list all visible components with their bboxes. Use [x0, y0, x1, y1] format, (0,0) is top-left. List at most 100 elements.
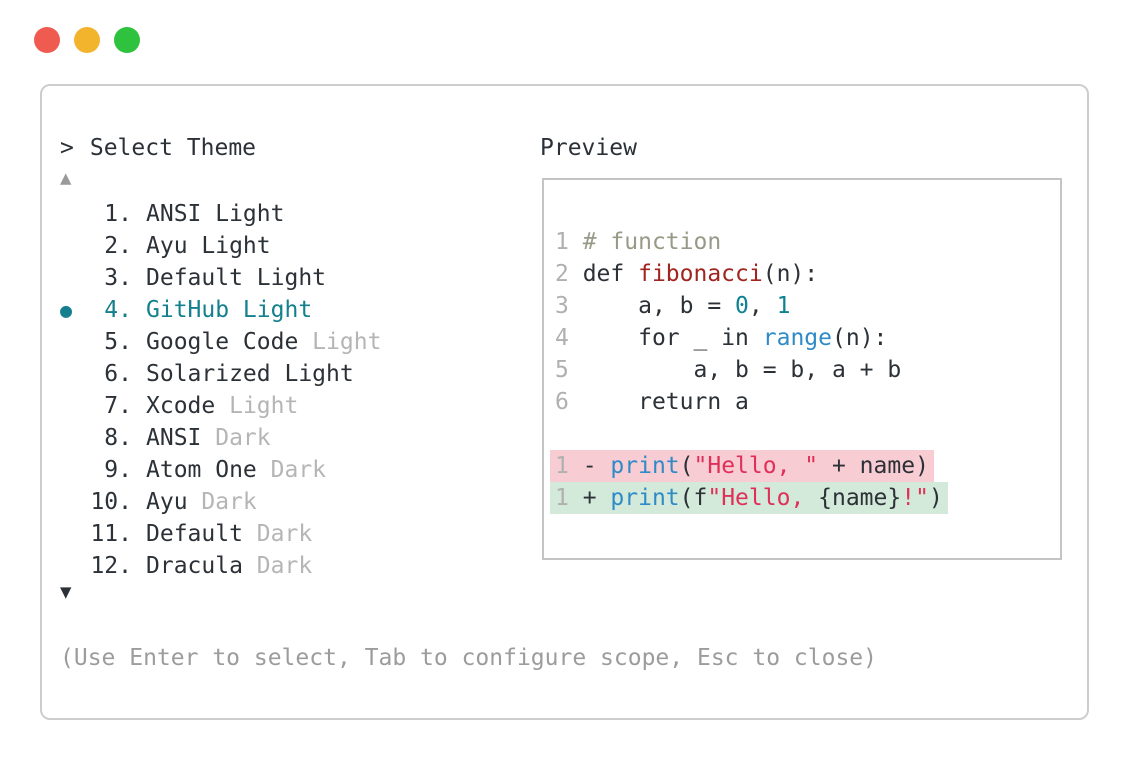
- theme-list-item[interactable]: 6. Solarized Light: [60, 358, 381, 390]
- code-line: 2 def fibonacci(n):: [555, 258, 1060, 290]
- code-token-builtin: print: [610, 485, 680, 511]
- picker-title: Select Theme: [89, 135, 257, 161]
- code-line: 4 for _ in range(n):: [555, 322, 1060, 354]
- theme-number: 11.: [90, 521, 132, 547]
- line-number: 2: [555, 261, 583, 287]
- code-token-plain: a, b = b, a + b: [582, 357, 902, 383]
- code-token-plain: ): [928, 485, 943, 511]
- theme-name: Google Code: [146, 329, 299, 355]
- code-token-keyword: def: [582, 261, 639, 287]
- code-token-plain: ,: [748, 293, 777, 319]
- keyboard-hint: (Use Enter to select, Tab to configure s…: [60, 645, 877, 671]
- selected-bullet-icon: [60, 454, 88, 486]
- theme-number: 1.: [104, 201, 132, 227]
- theme-name: Atom One: [146, 457, 257, 483]
- code-token-number: 0: [735, 293, 749, 319]
- code-token-string: !": [901, 485, 929, 511]
- theme-list-item[interactable]: 3. Default Light: [60, 262, 381, 294]
- zoom-button[interactable]: [114, 27, 140, 53]
- theme-number: 12.: [90, 553, 132, 579]
- code-token-plain: + name): [818, 453, 929, 479]
- theme-number: 6.: [104, 361, 132, 387]
- theme-list-item[interactable]: 7.Xcode Light: [60, 390, 381, 422]
- selected-bullet-icon: [60, 230, 88, 262]
- code-token-plain: (n):: [832, 325, 888, 351]
- code-token-plain: {name}: [818, 485, 902, 511]
- window-controls: [34, 27, 140, 53]
- minimize-button[interactable]: [74, 27, 100, 53]
- theme-name: Default: [146, 521, 243, 547]
- line-number: 4: [555, 325, 583, 351]
- line-number: 1: [555, 229, 583, 255]
- theme-list-item[interactable]: 10. Ayu Dark: [60, 486, 381, 518]
- theme-number: 10.: [90, 489, 132, 515]
- selected-bullet-icon: [60, 518, 88, 550]
- code-token-plain: -: [582, 453, 611, 479]
- code-token-plain: (: [679, 453, 694, 479]
- code-token-plain: a, b =: [582, 293, 736, 319]
- selected-bullet-icon: ●: [60, 298, 73, 322]
- selected-bullet-icon: [60, 422, 88, 454]
- theme-list-item[interactable]: 2.Ayu Light: [60, 230, 381, 262]
- code-token-plain: _: [679, 325, 722, 351]
- theme-list-item[interactable]: ●4.GitHub Light: [60, 294, 381, 326]
- code-line: [555, 418, 1060, 450]
- theme-number: 9.: [104, 457, 132, 483]
- theme-name: ANSI: [146, 425, 202, 451]
- theme-list-item[interactable]: 11.Default Dark: [60, 518, 381, 550]
- code-token-string: "Hello,: [707, 485, 819, 511]
- code-line: 3 a, b = 0, 1: [555, 290, 1060, 322]
- code-line: 5 a, b = b, a + b: [555, 354, 1060, 386]
- theme-name: Ayu: [146, 489, 188, 515]
- scroll-down-indicator[interactable]: ▼: [60, 581, 72, 603]
- code-token-plain: [583, 389, 638, 415]
- theme-number: 2.: [104, 233, 132, 259]
- theme-list-item[interactable]: 8.ANSI Dark: [60, 422, 381, 454]
- code-token-string: "Hello, ": [693, 453, 819, 479]
- theme-list-item[interactable]: 12.Dracula Dark: [60, 550, 381, 582]
- prompt-caret: >: [60, 135, 74, 161]
- theme-list-item[interactable]: 9.Atom One Dark: [60, 454, 381, 486]
- code-token-function: fibonacci: [638, 261, 763, 287]
- code-token-builtin: range: [762, 325, 832, 351]
- code-token-plain: +: [582, 485, 611, 511]
- selected-bullet-icon: [60, 390, 88, 422]
- code-token-keyword: in: [721, 325, 749, 351]
- theme-variant: Light: [298, 329, 382, 355]
- picker-prompt: > Select Theme: [60, 132, 256, 164]
- line-number: 3: [555, 293, 583, 319]
- theme-variant: Dark: [242, 553, 313, 579]
- code-token-plain: [749, 325, 763, 351]
- code-token-plain: (f: [679, 485, 708, 511]
- code-line: 6 return a: [555, 386, 1060, 418]
- line-number: 6: [555, 389, 583, 415]
- selected-bullet-icon: [60, 262, 88, 294]
- theme-list-item[interactable]: 1. ANSI Light: [60, 198, 381, 230]
- selected-bullet-icon: [60, 326, 88, 358]
- preview-label: Preview: [540, 135, 637, 161]
- code-token-plain: [583, 325, 638, 351]
- diff-added-line: 1 + print(f"Hello, {name}!"): [550, 482, 1060, 514]
- theme-name: Default Light: [146, 265, 327, 291]
- code-token-plain: (n):: [762, 261, 819, 287]
- code-token-plain: a: [721, 389, 749, 415]
- diff-removed-line: 1 - print("Hello, " + name): [550, 450, 1060, 482]
- theme-name: Xcode: [146, 393, 216, 419]
- theme-number: 3.: [104, 265, 132, 291]
- code-token-keyword: return: [638, 389, 722, 415]
- scroll-up-indicator[interactable]: ▲: [60, 167, 72, 189]
- theme-name: ANSI Light: [146, 201, 285, 227]
- theme-name: Solarized Light: [146, 361, 354, 387]
- line-number: 1: [555, 485, 583, 511]
- theme-number: 8.: [104, 425, 132, 451]
- theme-list-item[interactable]: 5.Google Code Light: [60, 326, 381, 358]
- theme-variant: Dark: [187, 489, 257, 515]
- close-button[interactable]: [34, 27, 60, 53]
- theme-number: 4.: [104, 297, 132, 323]
- code-token-comment: # function: [582, 229, 722, 255]
- code-token-builtin: print: [610, 453, 680, 479]
